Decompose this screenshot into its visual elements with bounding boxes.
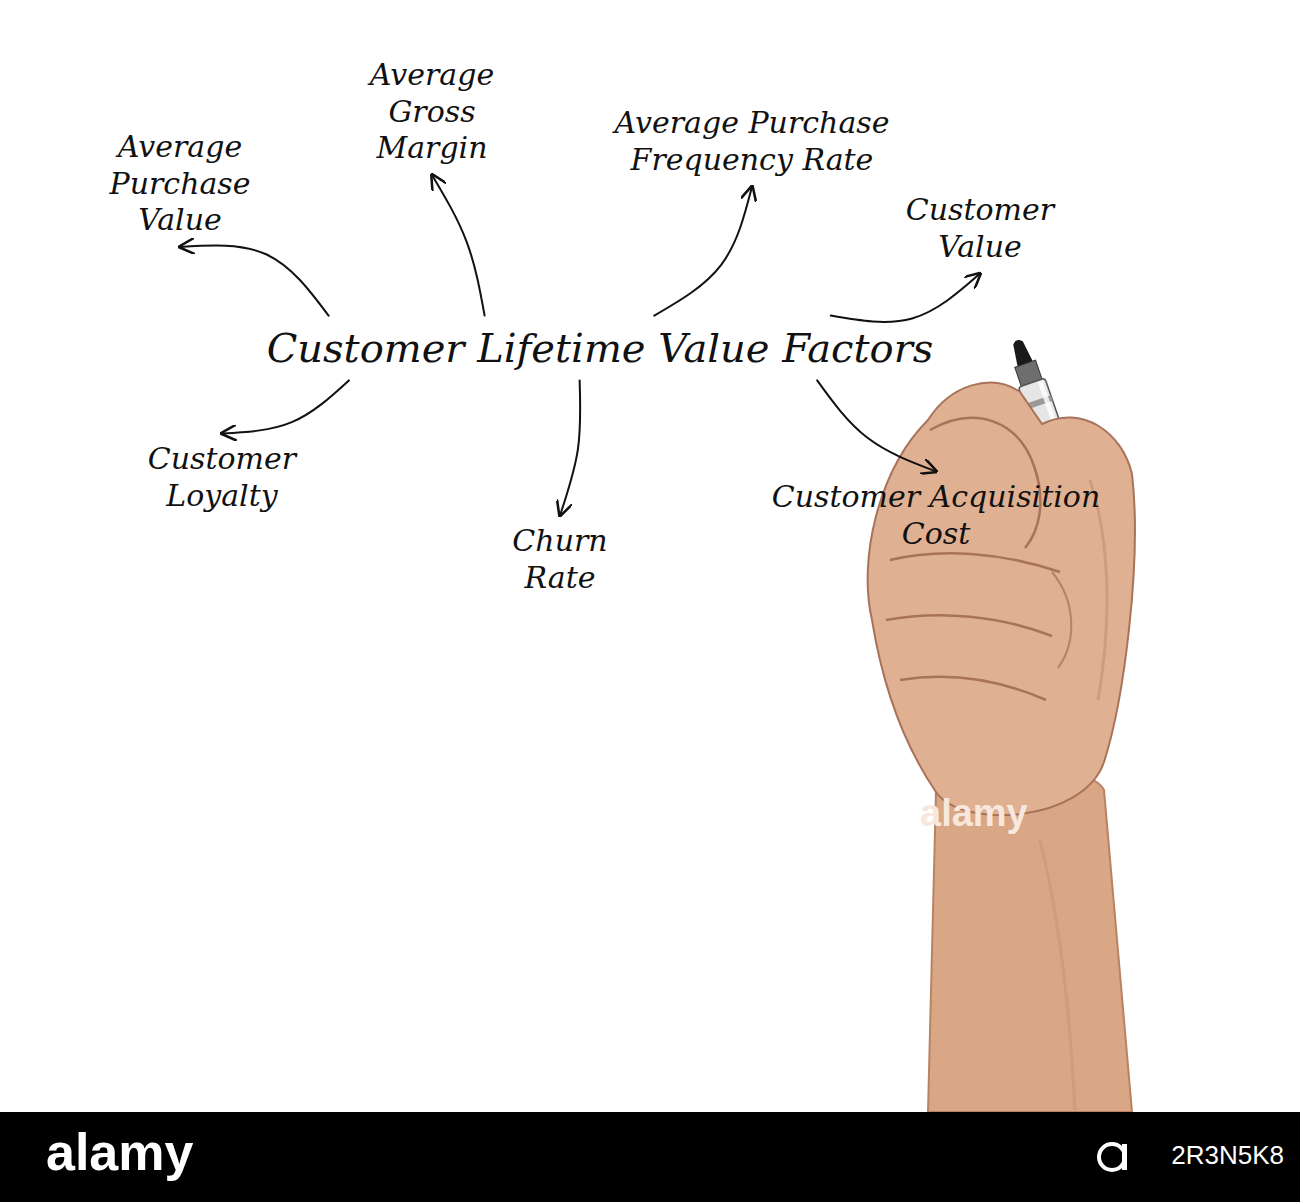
watermark-bar [0,1112,1300,1202]
node-text: Churn Rate [476,523,644,596]
arrow-connector [654,187,752,316]
factor-label: Average Gross Margin [342,53,522,171]
factor-label: Customer Value [880,188,1080,269]
label-text: 2R3N5K8 [1171,1140,1284,1170]
label-text: alamy [46,1123,193,1181]
arrow-connector [560,380,580,515]
arrow-connector [831,274,980,322]
image-id: 2R3N5K8 [1171,1140,1284,1171]
arrow-connector [222,380,349,433]
node-text: Average Purchase Value [91,129,269,239]
watermark-text: alamy [920,792,1028,835]
factor-label: Customer Acquisition Cost [761,475,1111,556]
arrow-connector [180,245,329,315]
node-text: Customer Value [886,192,1074,265]
watermark-logo: alamy [46,1122,193,1182]
node-text: Customer Acquisition Cost [767,479,1105,552]
watermark-icon [1099,1144,1127,1170]
node-text: Average Gross Margin [348,57,516,167]
factor-label: Average Purchase Frequency Rate [567,101,937,182]
arrow-connector [432,175,485,316]
node-text: Customer Loyalty [123,441,321,514]
factor-label: Customer Loyalty [117,437,327,518]
arrow-connector [817,380,936,471]
label-text: alamy [920,792,1028,834]
factor-label: Average Purchase Value [85,125,275,243]
fist [868,383,1135,816]
node-text: Customer Lifetime Value Factors [267,324,934,373]
factor-label: Churn Rate [470,519,650,600]
central-topic: Customer Lifetime Value Factors [261,320,940,377]
node-text: Average Purchase Frequency Rate [573,105,931,178]
